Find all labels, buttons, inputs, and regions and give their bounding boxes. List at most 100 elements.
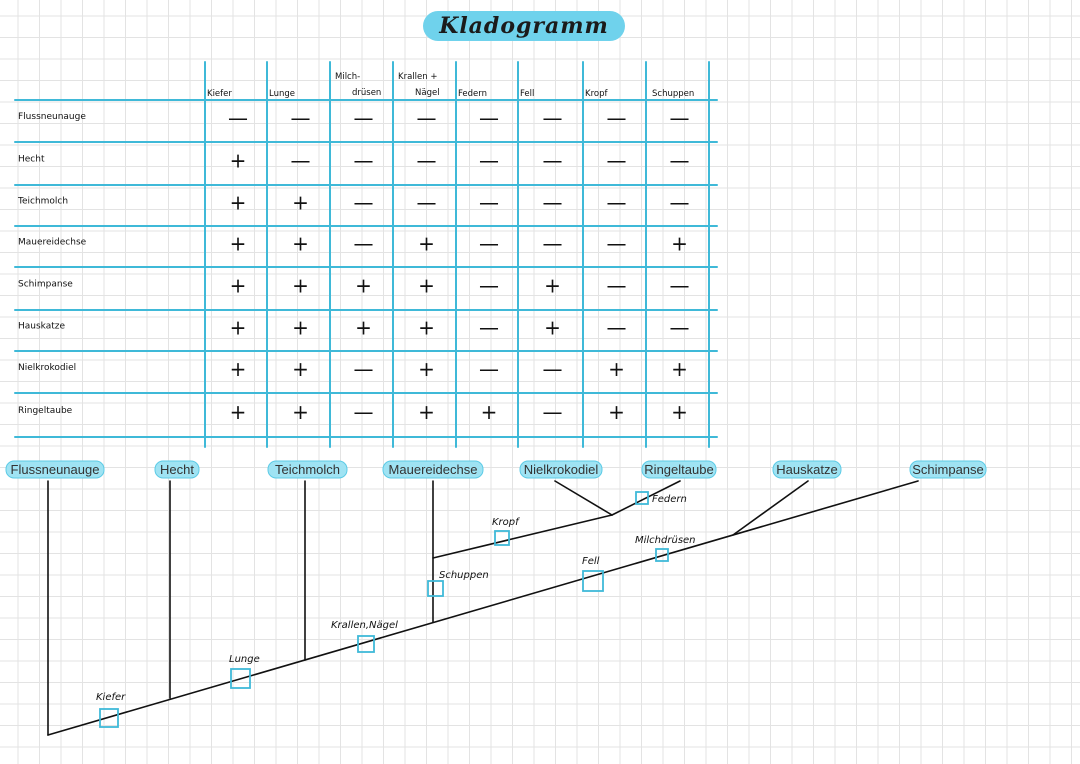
trait-label: Krallen,Nägel xyxy=(331,620,398,631)
taxon-label: Hecht xyxy=(160,462,194,477)
taxon-label: Hauskatze xyxy=(776,462,837,477)
minus-mark: — xyxy=(543,106,563,130)
row-label: Nielkrokodiel xyxy=(18,363,76,373)
plus-mark: + xyxy=(418,232,435,256)
column-header-line2: drüsen xyxy=(352,88,381,98)
plus-mark: + xyxy=(418,274,435,298)
minus-mark: — xyxy=(479,274,499,298)
plus-mark: + xyxy=(544,274,561,298)
plus-mark: + xyxy=(230,232,247,256)
trait-marker-box xyxy=(655,548,669,562)
taxon-label-box xyxy=(382,460,484,479)
taxon-label: Schimpanse xyxy=(912,462,984,477)
column-header: Kropf xyxy=(585,89,608,99)
branch-ringeltaube xyxy=(611,480,681,516)
taxon-label-box xyxy=(5,460,105,479)
minus-mark: — xyxy=(417,149,437,173)
minus-mark: — xyxy=(607,191,627,215)
column-header: Federn xyxy=(458,89,487,99)
minus-mark: — xyxy=(607,232,627,256)
row-label: Teichmolch xyxy=(17,197,68,207)
taxon-label: Teichmolch xyxy=(275,462,340,477)
taxon-label: Ringeltaube xyxy=(644,462,713,477)
taxon-label-box xyxy=(772,460,842,479)
minus-mark: — xyxy=(670,191,690,215)
minus-mark: — xyxy=(417,191,437,215)
minus-mark: — xyxy=(607,316,627,340)
plus-mark: + xyxy=(671,232,688,256)
plus-mark: + xyxy=(608,357,625,381)
page-title: Kladogramm xyxy=(423,11,625,41)
plus-mark: + xyxy=(355,274,372,298)
plus-mark: + xyxy=(608,400,625,424)
plus-mark: + xyxy=(544,316,561,340)
trait-label: Schuppen xyxy=(439,570,489,581)
plus-mark: + xyxy=(355,316,372,340)
plus-mark: + xyxy=(230,316,247,340)
taxon-label-box xyxy=(641,460,717,479)
minus-mark: — xyxy=(670,274,690,298)
trait-marker-box xyxy=(635,491,649,505)
plus-mark: + xyxy=(418,316,435,340)
minus-mark: — xyxy=(670,106,690,130)
main-axis-line xyxy=(47,480,919,736)
trait-marker-box xyxy=(99,708,119,728)
plus-mark: + xyxy=(292,274,309,298)
minus-mark: — xyxy=(607,274,627,298)
plus-mark: + xyxy=(292,232,309,256)
taxon-label-box xyxy=(267,460,348,479)
row-label: Hecht xyxy=(18,155,45,165)
minus-mark: — xyxy=(479,357,499,381)
minus-mark: — xyxy=(479,316,499,340)
plus-mark: + xyxy=(481,400,498,424)
trait-label: Kropf xyxy=(492,517,520,528)
minus-mark: — xyxy=(543,232,563,256)
plus-mark: + xyxy=(230,274,247,298)
plus-mark: + xyxy=(292,400,309,424)
minus-mark: — xyxy=(543,357,563,381)
branch-nielkrokodiel xyxy=(554,480,613,516)
row-label: Hauskatze xyxy=(18,322,65,332)
minus-mark: — xyxy=(354,149,374,173)
taxon-label: Mauereidechse xyxy=(389,462,478,477)
column-header: Schuppen xyxy=(652,89,694,99)
taxon-label-box xyxy=(154,460,200,479)
taxon-label-box xyxy=(909,460,987,479)
minus-mark: — xyxy=(354,191,374,215)
row-label: Ringeltaube xyxy=(18,406,73,416)
plus-mark: + xyxy=(230,149,247,173)
row-label: Schimpanse xyxy=(18,280,73,290)
minus-mark: — xyxy=(354,232,374,256)
plus-mark: + xyxy=(418,400,435,424)
column-header: Fell xyxy=(520,89,534,99)
minus-mark: — xyxy=(291,106,311,130)
column-header-line1: Krallen + xyxy=(398,72,437,82)
minus-mark: — xyxy=(670,149,690,173)
minus-mark: — xyxy=(354,357,374,381)
minus-mark: — xyxy=(543,149,563,173)
minus-mark: — xyxy=(291,149,311,173)
minus-mark: — xyxy=(354,400,374,424)
trait-label: Federn xyxy=(652,494,687,505)
minus-mark: — xyxy=(670,316,690,340)
minus-mark: — xyxy=(228,106,248,130)
column-header: Kiefer xyxy=(207,89,232,99)
plus-mark: + xyxy=(292,316,309,340)
column-header-line2: Nägel xyxy=(415,88,440,98)
trait-marker-box xyxy=(357,635,375,653)
minus-mark: — xyxy=(543,191,563,215)
trait-label: Milchdrüsen xyxy=(635,535,696,546)
branch-sauropsida xyxy=(432,514,613,559)
branch-hauskatze xyxy=(732,480,809,536)
minus-mark: — xyxy=(479,191,499,215)
plus-mark: + xyxy=(230,357,247,381)
taxon-label: Nielkrokodiel xyxy=(524,462,599,477)
trait-label: Kiefer xyxy=(96,692,126,703)
trait-label: Fell xyxy=(582,556,600,567)
minus-mark: — xyxy=(417,106,437,130)
column-header: Lunge xyxy=(269,89,295,99)
row-label: Mauereidechse xyxy=(18,238,87,248)
trait-marker-box xyxy=(494,530,510,546)
minus-mark: — xyxy=(543,400,563,424)
